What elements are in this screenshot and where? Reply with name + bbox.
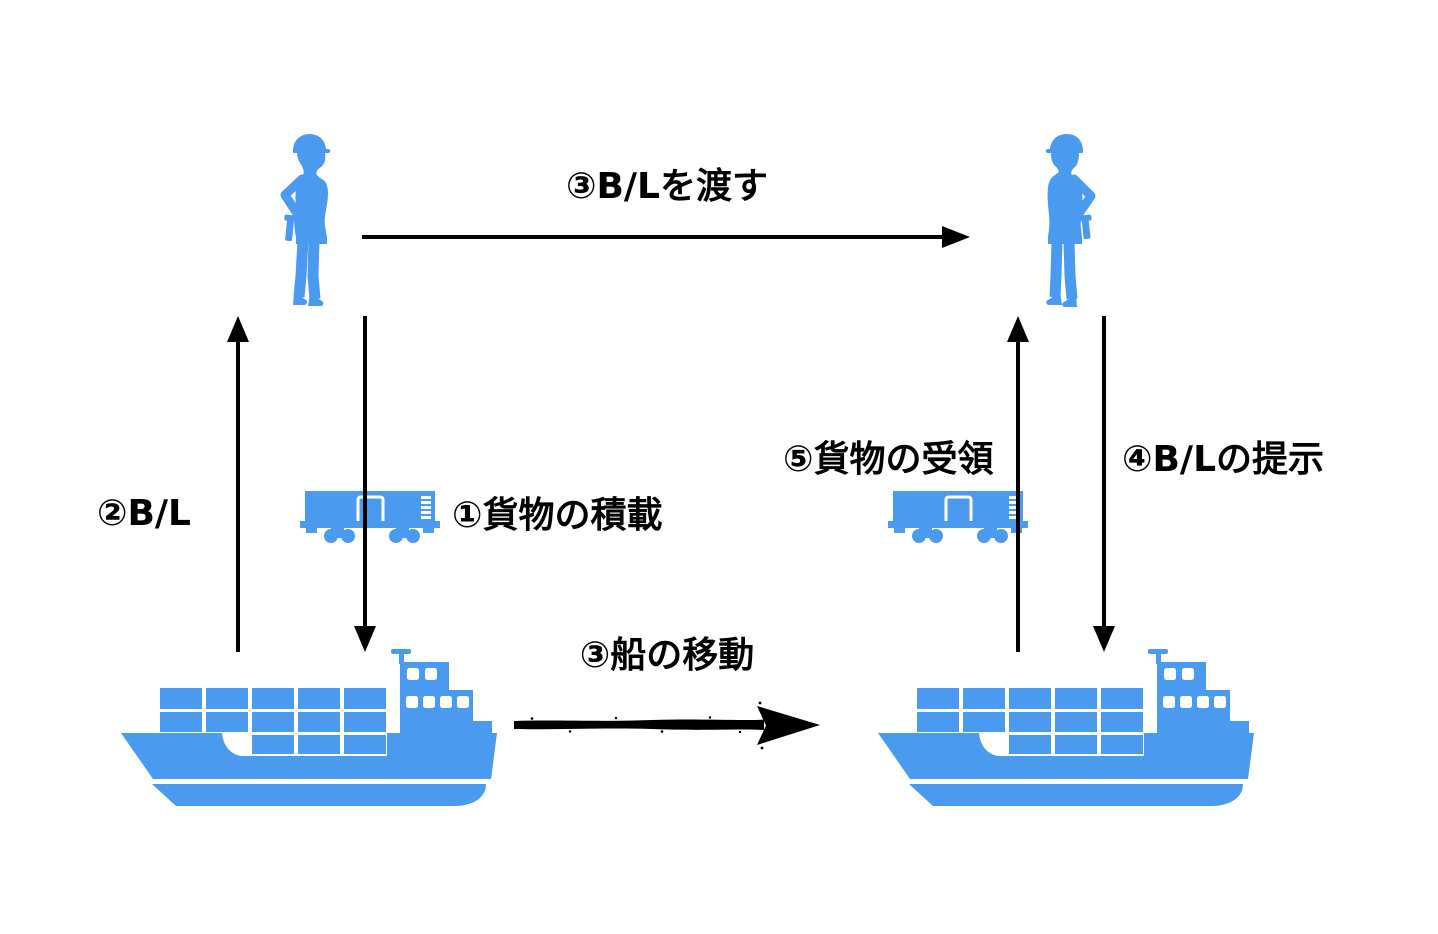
label-bl-presentation: ④B/Lの提示 xyxy=(1122,439,1325,480)
container-ship-right-icon xyxy=(878,649,1254,806)
cargo-freight-car-right-icon xyxy=(888,491,1028,543)
arrow-cargo-loading-down-icon xyxy=(354,316,376,652)
arrow-bl-presentation-down-icon xyxy=(1093,316,1115,652)
label-cargo-loading: ①貨物の積載 xyxy=(452,495,663,536)
arrow-hand-over-bl-icon xyxy=(362,226,970,248)
arrow-cargo-receipt-up-icon xyxy=(1007,316,1029,652)
arrow-bl-up-icon xyxy=(227,316,249,652)
label-cargo-receipt: ⑤貨物の受領 xyxy=(783,439,994,480)
arrow-ship-movement-icon xyxy=(514,701,820,750)
label-ship-movement: ③船の移動 xyxy=(579,635,755,676)
shipper-person-icon xyxy=(280,134,331,306)
container-ship-left-icon xyxy=(121,649,497,806)
consignee-person-icon xyxy=(1045,134,1096,307)
label-bl: ②B/L xyxy=(96,493,191,534)
label-hand-over-bl: ③B/Lを渡す xyxy=(565,166,768,207)
cargo-freight-car-left-icon xyxy=(300,491,440,543)
